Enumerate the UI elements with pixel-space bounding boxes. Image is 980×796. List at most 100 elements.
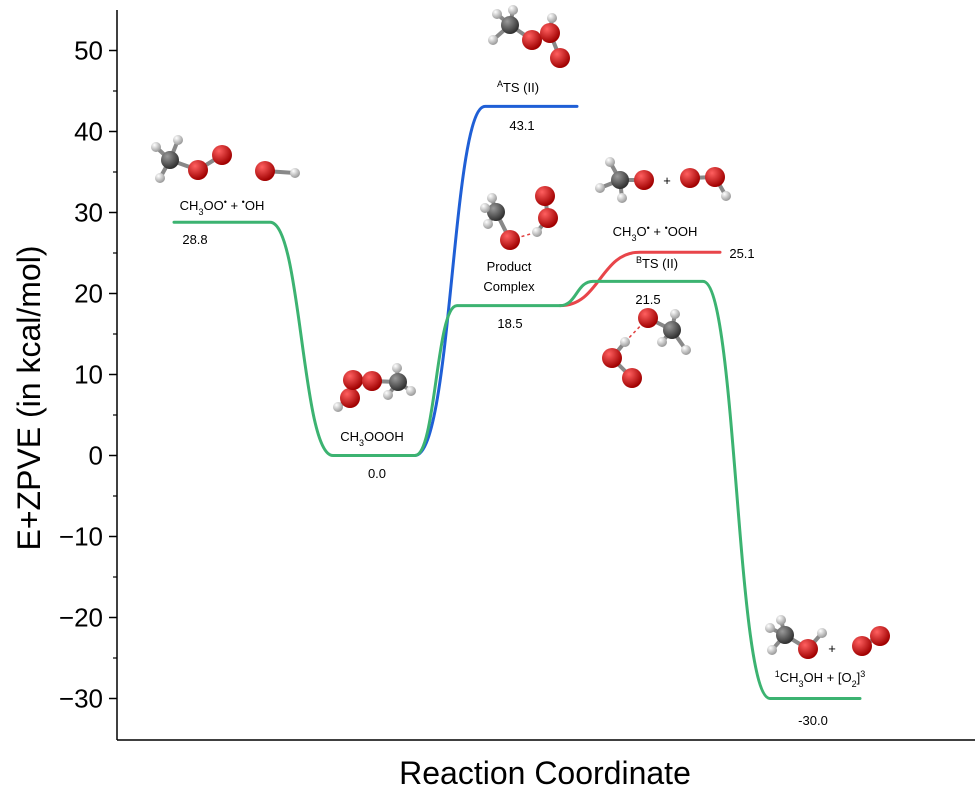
species-label-ch3oooh: CH3OOOH (340, 429, 404, 448)
species-label-reactants: CH3OO• + •OH (180, 197, 265, 217)
series-line-2 (558, 250, 722, 308)
value-label-ch3oooh: 0.0 (368, 466, 386, 481)
hydrogen-atom (595, 183, 605, 193)
oxygen-atom (852, 636, 872, 656)
oxygen-atom (522, 30, 542, 50)
molecule-o2 (852, 626, 890, 656)
value-label-ch3o-ooh: 25.1 (729, 246, 754, 261)
oxygen-atom (622, 368, 642, 388)
value-label-ats: 43.1 (509, 118, 534, 133)
oxygen-atom (638, 308, 658, 328)
y-tick-label: 30 (74, 198, 103, 228)
oxygen-atom (540, 23, 560, 43)
molecule-ch3oooh (333, 363, 416, 412)
hydrogen-atom (333, 402, 343, 412)
carbon-atom (776, 626, 794, 644)
carbon-atom (487, 203, 505, 221)
hydrogen-atom (492, 9, 502, 19)
hydrogen-atom (383, 390, 393, 400)
x-axis-title: Reaction Coordinate (399, 755, 691, 791)
hydrogen-atom (406, 386, 416, 396)
oxygen-atom (550, 48, 570, 68)
y-tick-label: 20 (74, 279, 103, 309)
hydrogen-atom (776, 615, 786, 625)
value-label-product-complex: 18.5 (497, 316, 522, 331)
hydrogen-atom (681, 345, 691, 355)
molecule-ch3oo (151, 135, 232, 183)
oxygen-atom (500, 230, 520, 250)
oxygen-atom (798, 639, 818, 659)
species-label-bts: BTS (II) (636, 255, 678, 271)
plus-sign: + (663, 173, 671, 188)
value-label-bts: 21.5 (635, 292, 660, 307)
molecule-ch3oh (765, 615, 827, 659)
hydrogen-atom (392, 363, 402, 373)
oxygen-atom (535, 186, 555, 206)
series-line-0 (172, 220, 862, 700)
hydrogen-atom (605, 157, 615, 167)
y-tick-label: 50 (74, 36, 103, 66)
hydrogen-atom (765, 623, 775, 633)
y-tick-label: 10 (74, 360, 103, 390)
hydrogen-atom (532, 227, 542, 237)
oxygen-atom (538, 208, 558, 228)
molecule-ooh (680, 167, 731, 201)
hydrogen-atom (290, 168, 300, 178)
hydrogen-atom (817, 628, 827, 638)
hydrogen-atom (488, 35, 498, 45)
carbon-atom (501, 16, 519, 34)
oxygen-atom (188, 160, 208, 180)
bond (509, 231, 538, 241)
hydrogen-atom (547, 13, 557, 23)
y-tick-label: −20 (59, 603, 103, 633)
y-tick-label: 40 (74, 117, 103, 147)
hydrogen-atom (721, 191, 731, 201)
oxygen-atom (680, 168, 700, 188)
species-label-product-complex: Product (487, 259, 532, 274)
species-label-product-complex-line2: Complex (483, 279, 535, 294)
oxygen-atom (870, 626, 890, 646)
oxygen-atom (362, 371, 382, 391)
axes (116, 10, 975, 741)
hydrogen-atom (155, 173, 165, 183)
species-label-ats: ATS (II) (497, 79, 539, 95)
carbon-atom (389, 373, 407, 391)
oxygen-atom (343, 370, 363, 390)
molecule-product-complex (480, 186, 558, 250)
oxygen-atom (705, 167, 725, 187)
carbon-atom (611, 171, 629, 189)
molecule-bts (602, 308, 691, 388)
y-tick-label: −30 (59, 684, 103, 714)
value-label-products: -30.0 (798, 713, 828, 728)
species-label-products: 1CH3OH + [O2]3 (775, 669, 866, 689)
carbon-atom (663, 321, 681, 339)
oxygen-atom (634, 170, 654, 190)
hydrogen-atom (483, 219, 493, 229)
hydrogen-atom (620, 337, 630, 347)
hydrogen-atom (480, 203, 490, 213)
molecule-images (151, 5, 890, 659)
level-labels: 28.8 CH3OO• + •OH 0.0 CH3OOOH 43.1 ATS (II) 18… (180, 79, 866, 728)
species-label-ch3o-ooh: CH3O• + •OOH (613, 223, 698, 243)
plus-sign: + (828, 641, 836, 656)
molecule-ch3o (595, 157, 654, 203)
hydrogen-atom (508, 5, 518, 15)
oxygen-atom (602, 348, 622, 368)
oxygen-atom (340, 388, 360, 408)
hydrogen-atom (487, 193, 497, 203)
carbon-atom (161, 151, 179, 169)
hydrogen-atom (151, 142, 161, 152)
value-label-reactants: 28.8 (182, 232, 207, 247)
hydrogen-atom (173, 135, 183, 145)
hydrogen-atom (767, 645, 777, 655)
y-axis-title: E+ZPVE (in kcal/mol) (11, 246, 47, 551)
oxygen-atom (212, 145, 232, 165)
y-tick-label: 0 (89, 441, 103, 471)
hydrogen-atom (657, 337, 667, 347)
molecule-ats (488, 5, 570, 68)
oxygen-atom (255, 161, 275, 181)
hydrogen-atom (670, 309, 680, 319)
series-line-1 (413, 104, 579, 457)
